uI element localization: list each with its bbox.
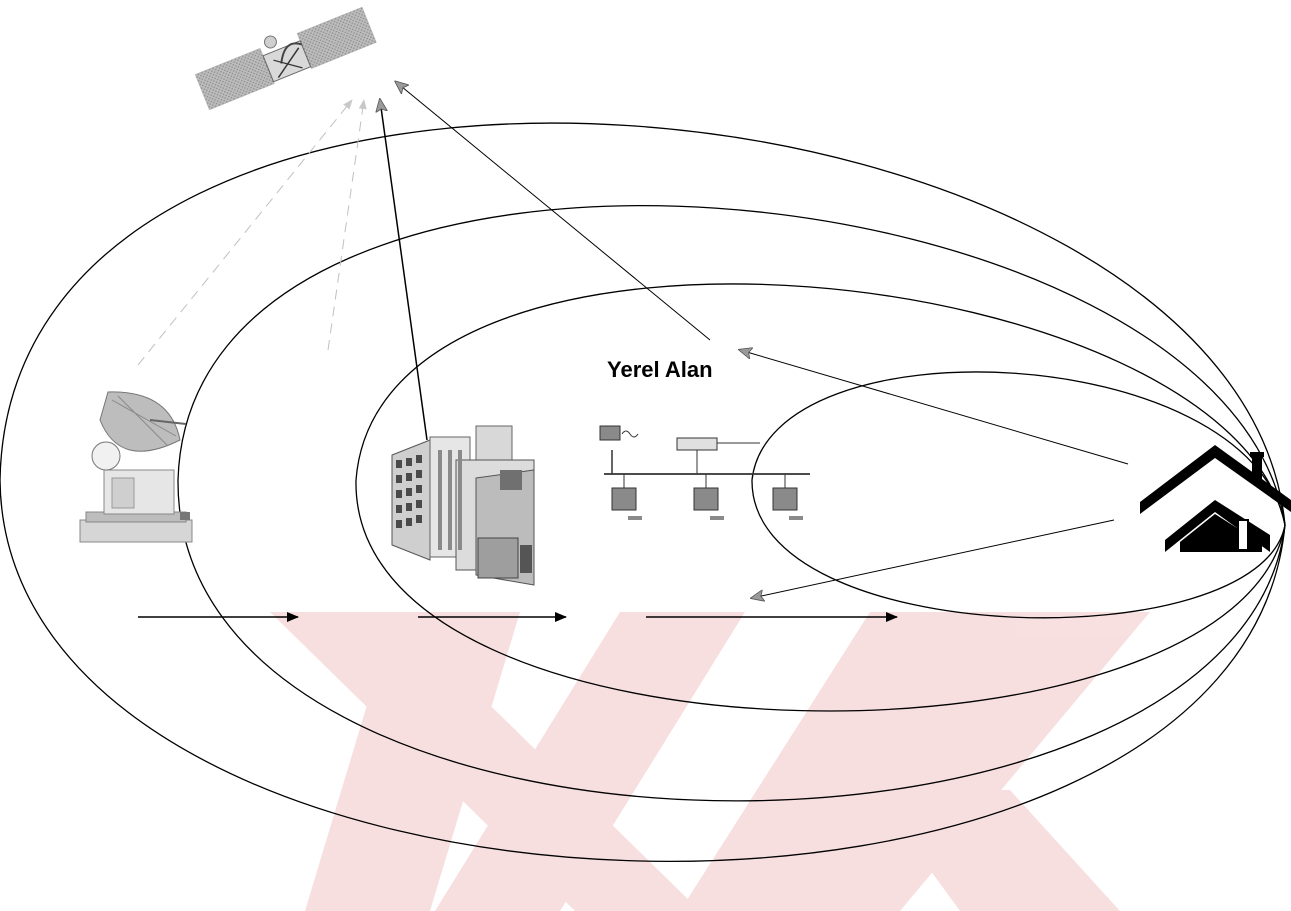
- office-buildings-icon: [391, 425, 535, 586]
- home-zone: [751, 371, 1286, 619]
- outer-zone: [177, 205, 1286, 802]
- home-to-lan-arrow: [740, 350, 1129, 465]
- house-icon: [1140, 445, 1291, 552]
- satellite-icon: [194, 6, 377, 111]
- home-links: [740, 350, 1129, 598]
- zones: [0, 122, 1286, 862]
- home-to-lower-arrow: [752, 519, 1115, 598]
- watermark: [270, 612, 1150, 911]
- lan-network-icon: [599, 425, 810, 520]
- lan-uplink-arrow: [396, 82, 711, 341]
- middle-zone: [355, 283, 1286, 712]
- dish-uplink-arrow: [137, 99, 353, 366]
- uplinks: [137, 82, 711, 441]
- outermost-zone: [0, 122, 1286, 862]
- local-area-label: Yerel Alan: [607, 357, 713, 382]
- satellite-dish-icon: [79, 391, 193, 543]
- dish-uplink-arrow-2: [327, 99, 367, 351]
- building-uplink-arrow: [380, 100, 428, 441]
